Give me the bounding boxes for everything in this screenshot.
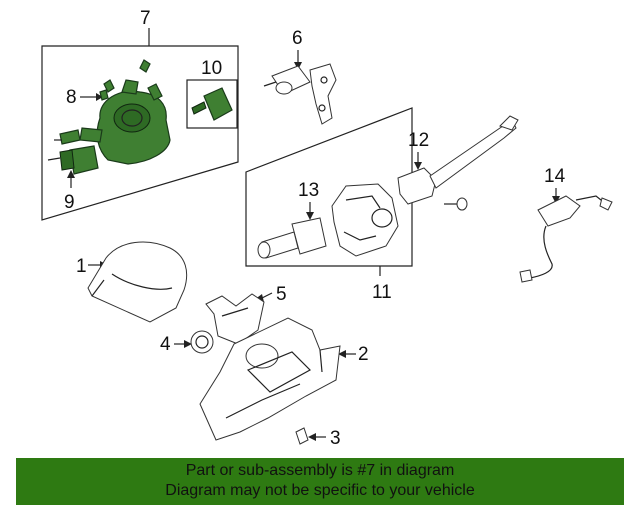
ignition-switch-housing bbox=[47, 59, 171, 175]
callout-10: 10 bbox=[201, 58, 222, 79]
callout-9: 9 bbox=[64, 192, 75, 213]
callout-4: 4 bbox=[160, 334, 171, 355]
ring-4[interactable]: 4 bbox=[160, 330, 214, 355]
shroud-2[interactable]: 2 bbox=[199, 317, 369, 441]
callout-12: 12 bbox=[408, 130, 429, 151]
callout-14: 14 bbox=[544, 166, 566, 187]
banner-line-2: Diagram may not be specific to your vehi… bbox=[165, 482, 475, 499]
callout-2: 2 bbox=[358, 344, 369, 365]
sensor-14[interactable]: 14 bbox=[519, 166, 613, 283]
callout-6: 6 bbox=[292, 28, 303, 49]
callout-3: 3 bbox=[330, 428, 341, 449]
callout-7: 7 bbox=[140, 8, 151, 29]
parts-diagram: 7 8 9 10 bbox=[41, 8, 613, 449]
clip-3[interactable]: 3 bbox=[295, 427, 341, 449]
assembly-7-group[interactable]: 7 8 9 10 bbox=[41, 8, 239, 221]
callout-11: 11 bbox=[372, 282, 392, 303]
bracket-5[interactable]: 5 bbox=[205, 284, 287, 345]
callout-5: 5 bbox=[276, 284, 287, 305]
lock-cylinder-6[interactable]: 6 bbox=[263, 28, 337, 125]
callout-1: 1 bbox=[76, 256, 87, 277]
info-banner: Part or sub-assembly is #7 in diagram Di… bbox=[16, 458, 624, 505]
combination-switch-11[interactable]: 11 13 12 bbox=[245, 107, 519, 303]
callout-8: 8 bbox=[66, 87, 77, 108]
callout-13: 13 bbox=[298, 180, 319, 201]
shroud-1[interactable]: 1 bbox=[76, 241, 188, 323]
banner-line-1: Part or sub-assembly is #7 in diagram bbox=[185, 462, 455, 479]
